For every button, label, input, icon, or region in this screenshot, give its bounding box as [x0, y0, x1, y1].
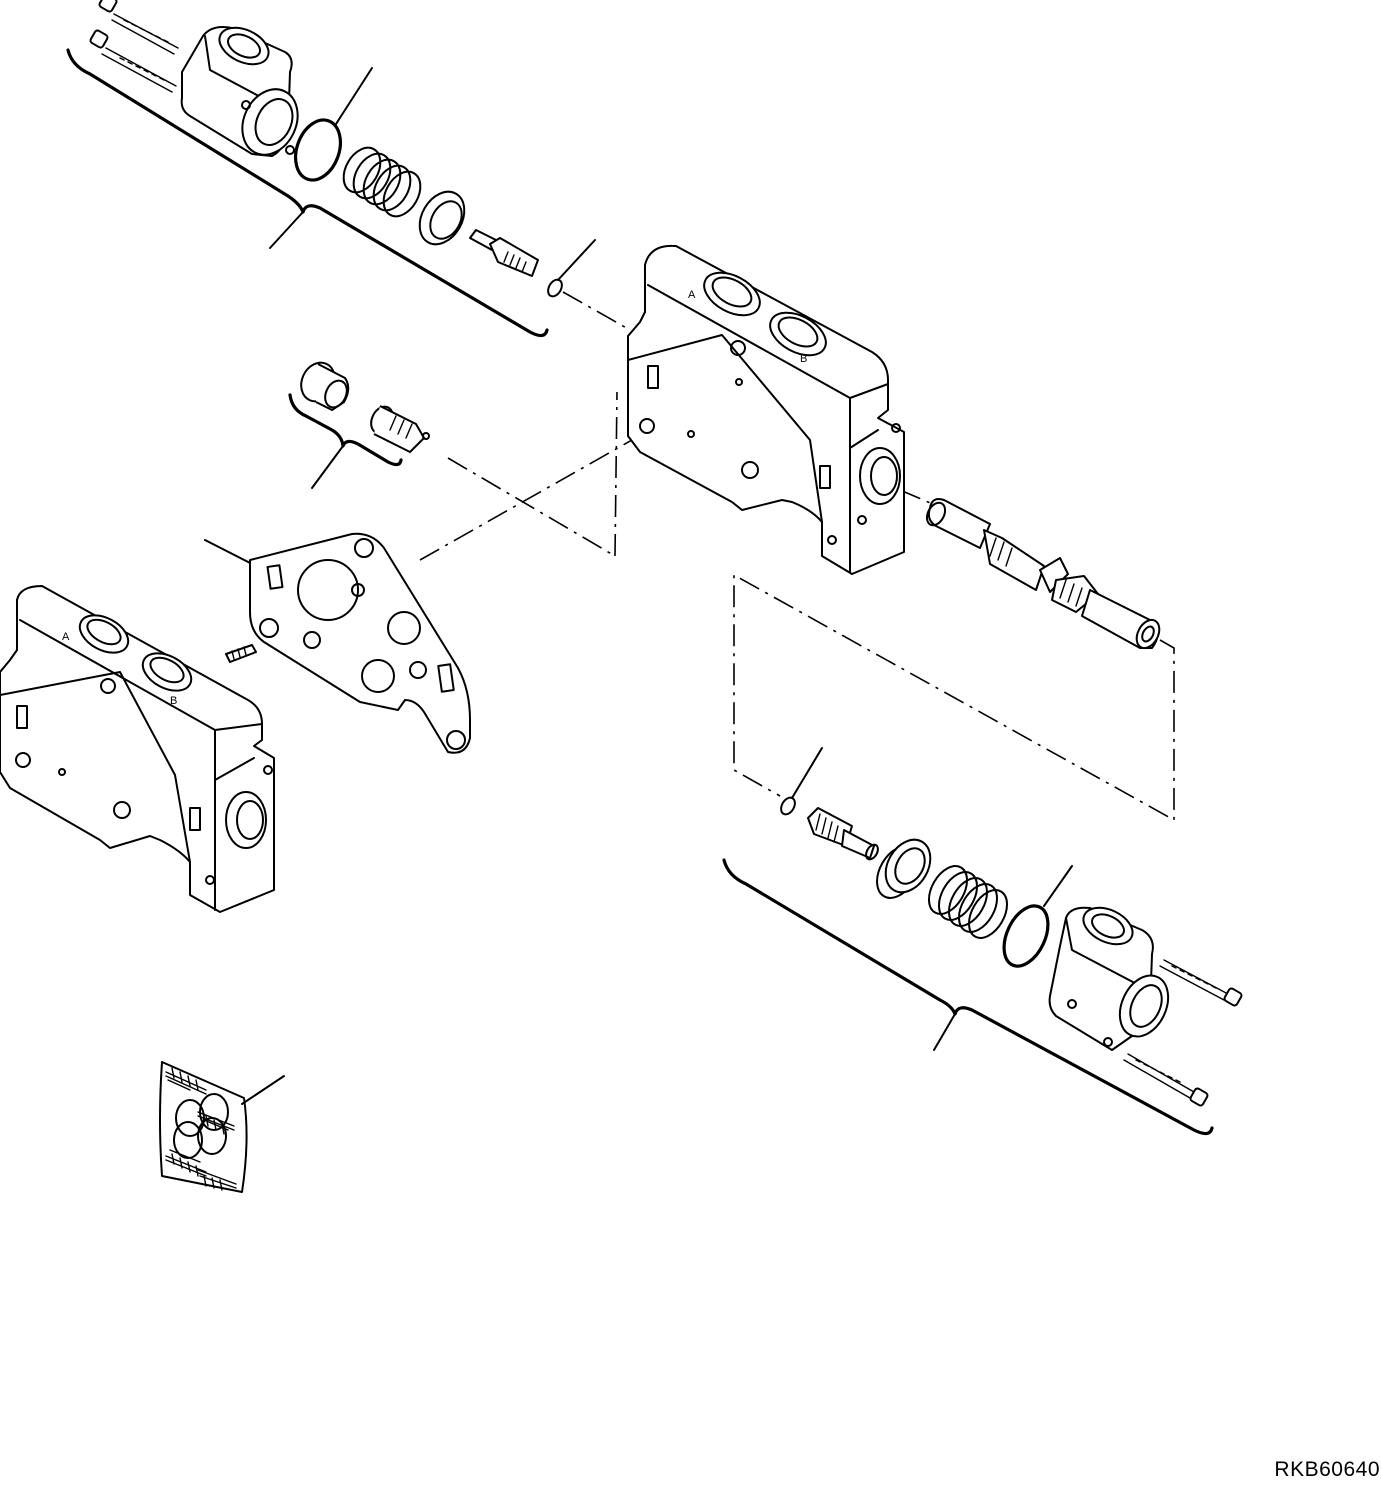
leader-line: [558, 240, 595, 280]
port-b-label: B: [170, 695, 177, 707]
spring: [921, 859, 1015, 944]
port-a-label: A: [688, 289, 696, 301]
leader-line: [336, 68, 372, 124]
small-o-ring: [545, 277, 564, 299]
group-bracket-top: [68, 50, 547, 336]
relief-valve-group-top: [68, 0, 595, 336]
o-ring: [995, 899, 1056, 973]
poppet: [808, 808, 880, 861]
port-a-label: A: [62, 631, 70, 643]
leader-line: [934, 1014, 955, 1050]
plug: [295, 357, 351, 411]
leader-line: [270, 212, 303, 248]
cap-screw: [98, 0, 178, 54]
valve-cover: [182, 21, 308, 164]
drawing-code: RKB60640: [1274, 1458, 1380, 1481]
valve-section-body-right: A B: [628, 246, 904, 574]
valve-cover: [1050, 901, 1178, 1050]
leader-line: [1044, 866, 1072, 906]
leader-line: [205, 540, 256, 566]
port-b-label: B: [800, 353, 807, 365]
seal-kit-bag: [160, 1062, 284, 1192]
cap-screw: [1124, 1054, 1209, 1107]
check-valve: [367, 403, 429, 452]
spool: [923, 499, 1164, 652]
leader-line: [242, 1076, 284, 1104]
cap-screw: [89, 29, 176, 92]
spring-pin: [226, 645, 256, 662]
poppet: [470, 230, 538, 276]
gasket-plate: [205, 534, 470, 753]
relief-valve-group-bottom: [724, 748, 1243, 1134]
spring: [336, 141, 428, 223]
o-ring: [288, 114, 349, 187]
valve-section-body-left: A B: [0, 586, 274, 912]
leader-line: [312, 446, 343, 488]
cap-screw: [1160, 960, 1243, 1007]
valve-seat: [411, 184, 474, 252]
small-o-ring: [778, 795, 797, 817]
leader-line: [792, 748, 822, 798]
valve-seat: [868, 832, 939, 905]
plug-group: [290, 357, 429, 488]
